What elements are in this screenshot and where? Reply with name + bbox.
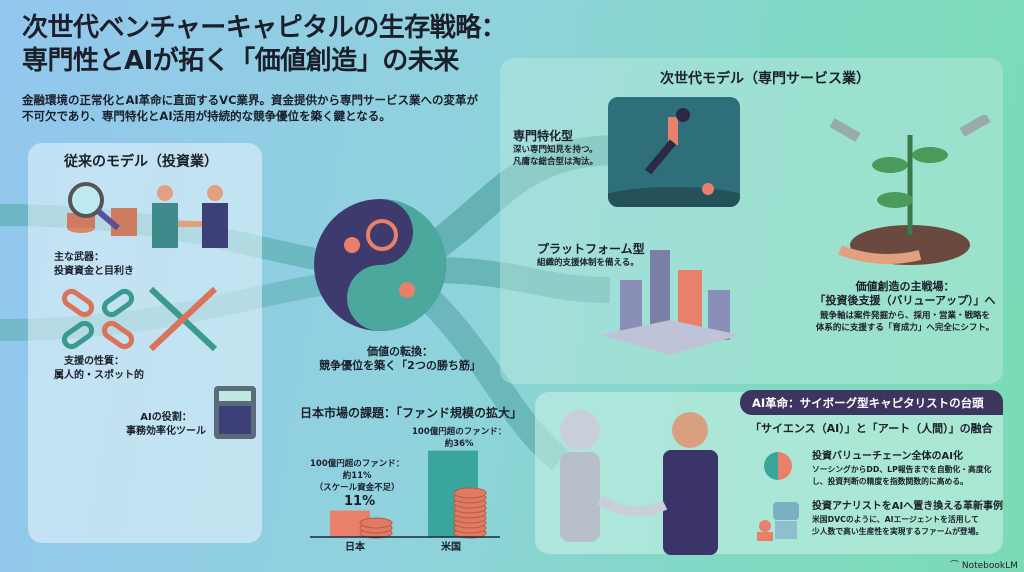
ai-item2: 投資アナリストをAIへ置き換える革新事例 米国DVCのように、AIエージェントを… <box>812 500 1003 538</box>
ai-revolution-header: AI革命：サイボーグ型キャピタリストの台頭 <box>740 390 1003 415</box>
item2-title: 投資アナリストをAIへ置き換える革新事例 <box>812 501 1003 512</box>
battlefield-title1: 価値創造の主戦場： <box>855 280 955 293</box>
plant-hands-illustration <box>829 115 991 265</box>
specialized-line2: 凡庸な総合型は淘汰。 <box>513 157 599 167</box>
platform-block: プラットフォーム型 組織的支援体制を備える。 <box>537 240 645 269</box>
us-annotation: 100億円超のファンド：約36% <box>412 427 507 449</box>
battlefield-block: 価値創造の主戦場： 「投資後支援（バリューアップ）」へ 競争軸は案件発掘から、採… <box>790 280 1020 334</box>
specialized-title: 専門特化型 <box>513 129 574 143</box>
robot-human-handshake-illustration <box>560 410 718 555</box>
diverging-arrows-icon <box>148 286 218 352</box>
brain-ai-icon <box>764 452 792 480</box>
next-model-panel: 次世代モデル（専門サービス業） <box>500 58 1003 384</box>
x-label-japan: 日本 <box>345 542 365 553</box>
battlefield-line1: 競争軸は案件発掘から、採用・営業・戦略を <box>819 311 990 321</box>
japan-annotation: 100億円超のファンド：約11%（スケール資金不足） <box>310 459 405 493</box>
item2-line1: 米国DVCのように、AIエージェントを活用して <box>812 515 979 524</box>
coin-stack-icon <box>453 487 487 499</box>
platform-line1: 組織的支援体制を備える。 <box>537 258 639 268</box>
broken-chain-icon <box>61 288 135 350</box>
notebooklm-brand: ⌒ NotebookLM <box>950 558 1018 571</box>
platform-title: プラットフォーム型 <box>537 242 645 256</box>
ai-item1: 投資バリューチェーン全体のAI化 ソーシングからDD、LP報告までを自動化・高度… <box>812 450 991 488</box>
notebooklm-logo-icon: ⌒ <box>950 561 962 571</box>
handshake-icon <box>152 185 228 248</box>
traditional-heading: 従来のモデル（投資業） <box>64 154 218 170</box>
ai-role-text: AIの役割：事務効率化ツール <box>126 412 206 437</box>
chart-title: 日本市場の課題：「ファンド規模の拡大」 <box>300 406 523 420</box>
city-platform-illustration <box>600 250 740 355</box>
x-label-us: 米国 <box>441 542 461 553</box>
item1-line2: し、投資判断の精度を指数関数的に高める。 <box>812 477 968 486</box>
fund-size-bar-chart <box>310 450 500 539</box>
brand-label: NotebookLM <box>961 561 1018 571</box>
coins-magnifier-icon <box>67 182 137 236</box>
traditional-model-panel: 従来のモデル（投資業） 主な武器：投資資金と目利き 支援の性質：属人的・スポット… <box>28 143 262 543</box>
support-text: 支援の性質：属人的・スポット的 <box>54 356 144 381</box>
calculator-icon <box>214 386 256 439</box>
value-shift-yin-yang-graphic <box>314 199 446 331</box>
specialized-block: 専門特化型 深い専門知見を持つ。 凡庸な総合型は淘汰。 <box>513 127 598 168</box>
robot-analyst-icon <box>757 502 799 541</box>
specialized-line1: 深い専門知見を持つ。 <box>513 145 598 155</box>
item2-line2: 少人数で高い生産性を実現するファームが登場。 <box>812 527 984 536</box>
battlefield-title2: 「投資後支援（バリューアップ）」へ <box>814 294 996 307</box>
item1-title: 投資バリューチェーン全体のAI化 <box>812 451 963 462</box>
coin-stack-icon <box>359 517 393 529</box>
diver-illustration <box>608 97 740 207</box>
item1-line1: ソーシングからDD、LP報告までを自動化・高度化 <box>812 465 992 474</box>
page-subtitle: 金融環境の正常化とAI革命に直面するVC業界。資金提供から専門サービス業への変革… <box>22 93 479 123</box>
next-model-heading: 次世代モデル（専門サービス業） <box>660 71 870 87</box>
page-title: 次世代ベンチャーキャピタルの生存戦略：専門性とAIが拓く「価値創造」の未来 <box>22 13 507 76</box>
battlefield-line2: 体系的に支援する「育成力」へ完全にシフト。 <box>815 323 995 333</box>
weapon-text: 主な武器：投資資金と目利き <box>54 252 134 277</box>
fusion-text: 「サイエンス（AI）」と「アート（人間）」の融合 <box>750 422 993 435</box>
japan-value-label: 11% <box>344 494 376 509</box>
value-shift-caption: 価値の転換：競争優位を築く「2つの勝ち筋」 <box>319 345 481 372</box>
